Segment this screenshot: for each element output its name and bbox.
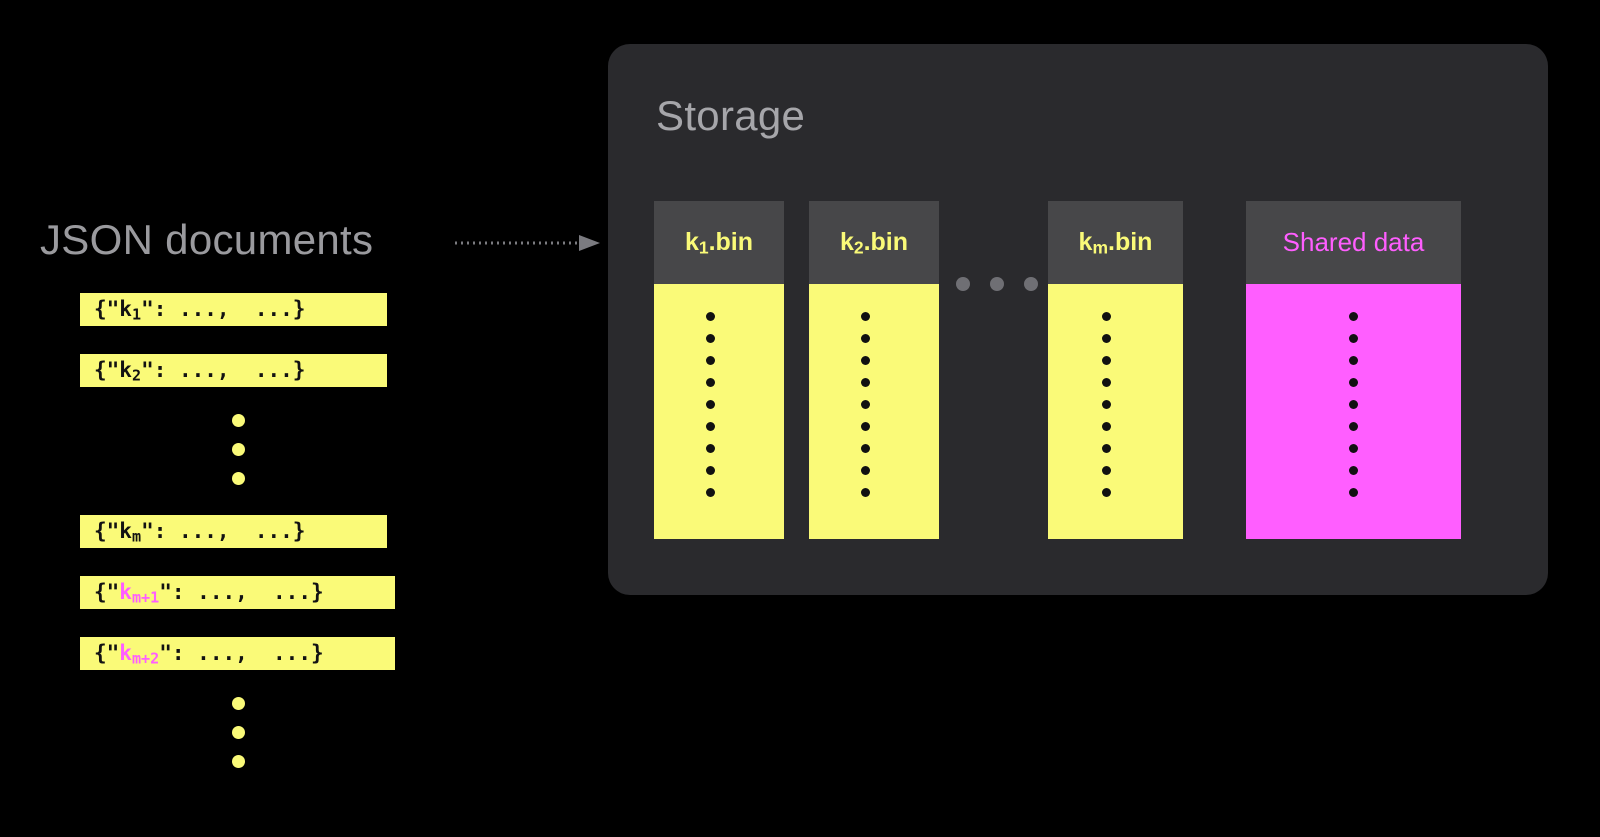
json-document-row: {"k2": ..., ...} <box>80 354 387 387</box>
record-dot <box>1349 378 1358 387</box>
storage-column-header: Shared data <box>1246 201 1461 284</box>
json-document-code: {"k2": ..., ...} <box>94 358 306 385</box>
record-dot <box>705 422 715 431</box>
record-dot <box>1349 400 1358 409</box>
record-dot <box>705 400 715 409</box>
record-dot <box>1102 356 1111 365</box>
ellipsis-upper <box>230 414 246 485</box>
storage-column-k2-bin[interactable]: k2.bin <box>809 201 939 539</box>
storage-column-label: km.bin <box>1078 228 1153 258</box>
record-dot <box>1102 444 1111 453</box>
flow-arrow-icon <box>455 235 600 251</box>
json-document-row-shared: {"km+1": ..., ...} <box>80 576 395 609</box>
storage-column-label: Shared data <box>1282 227 1425 257</box>
storage-column-body <box>654 284 784 539</box>
json-key: k2 <box>119 358 142 385</box>
ellipsis-dot <box>231 697 245 710</box>
record-dot <box>705 356 715 365</box>
json-document-code: {"km": ..., ...} <box>94 519 306 546</box>
storage-column-header: km.bin <box>1048 201 1183 284</box>
ellipsis-dot <box>231 472 245 485</box>
record-dot <box>1102 378 1111 387</box>
record-dot <box>705 488 715 497</box>
json-key-highlighted: km+2 <box>119 641 160 668</box>
record-dot <box>1349 334 1358 343</box>
record-dot <box>1349 488 1358 497</box>
record-dot <box>1349 444 1358 453</box>
storage-panel: Storage k1.bin k2.bin <box>608 44 1548 595</box>
json-documents-section: JSON documents {"k1": ..., ...} {"k2": .… <box>0 0 600 837</box>
record-dot <box>860 466 870 475</box>
json-key: k1 <box>119 297 142 324</box>
record-dot <box>860 334 870 343</box>
record-dot <box>860 312 870 321</box>
record-dot <box>1349 422 1358 431</box>
record-dot <box>1102 400 1111 409</box>
storage-column-body <box>809 284 939 539</box>
storage-column-body <box>1048 284 1183 539</box>
json-document-code: {"km+1": ..., ...} <box>94 580 324 607</box>
record-dot <box>1102 488 1111 497</box>
json-document-row-shared: {"km+2": ..., ...} <box>80 637 395 670</box>
ellipsis-dot <box>990 277 1004 291</box>
record-dot <box>705 444 715 453</box>
record-dot <box>860 488 870 497</box>
record-dot <box>860 378 870 387</box>
ellipsis-dot <box>231 726 245 739</box>
record-dot <box>1102 466 1111 475</box>
record-dot <box>860 422 870 431</box>
json-documents-heading: JSON documents <box>40 216 374 263</box>
ellipsis-dot <box>1024 277 1038 291</box>
record-dots <box>1246 312 1461 497</box>
record-dot <box>705 378 715 387</box>
storage-title: Storage <box>656 92 806 139</box>
storage-column-k1-bin[interactable]: k1.bin <box>654 201 784 539</box>
json-document-row: {"km": ..., ...} <box>80 515 387 548</box>
ellipsis-dot <box>231 414 245 427</box>
record-dot <box>860 444 870 453</box>
storage-column-label: k2.bin <box>839 228 909 258</box>
record-dot <box>1102 334 1111 343</box>
storage-column-header: k2.bin <box>809 201 939 284</box>
record-dot <box>705 334 715 343</box>
record-dots <box>654 312 766 497</box>
ellipsis-dot <box>956 277 970 291</box>
record-dots <box>809 312 921 497</box>
record-dot <box>1349 356 1358 365</box>
record-dot <box>1349 312 1358 321</box>
record-dot <box>860 400 870 409</box>
storage-column-body <box>1246 284 1461 539</box>
ellipsis-lower <box>230 697 246 768</box>
json-document-code: {"km+2": ..., ...} <box>94 641 324 668</box>
record-dot <box>705 466 715 475</box>
json-key: km <box>119 519 142 546</box>
storage-column-shared-data[interactable]: Shared data <box>1246 201 1461 539</box>
record-dot <box>1349 466 1358 475</box>
record-dot <box>1102 422 1111 431</box>
record-dot <box>860 356 870 365</box>
json-document-row: {"k1": ..., ...} <box>80 293 387 326</box>
json-key-highlighted: km+1 <box>119 580 160 607</box>
storage-columns-ellipsis <box>956 277 1038 291</box>
storage-column-header: k1.bin <box>654 201 784 284</box>
ellipsis-dot <box>231 443 245 456</box>
ellipsis-dot <box>231 755 245 768</box>
record-dot <box>705 312 715 321</box>
storage-column-label: k1.bin <box>684 228 754 258</box>
json-document-code: {"k1": ..., ...} <box>94 297 306 324</box>
record-dots <box>1048 312 1165 497</box>
record-dot <box>1102 312 1111 321</box>
storage-column-km-bin[interactable]: km.bin <box>1048 201 1183 539</box>
